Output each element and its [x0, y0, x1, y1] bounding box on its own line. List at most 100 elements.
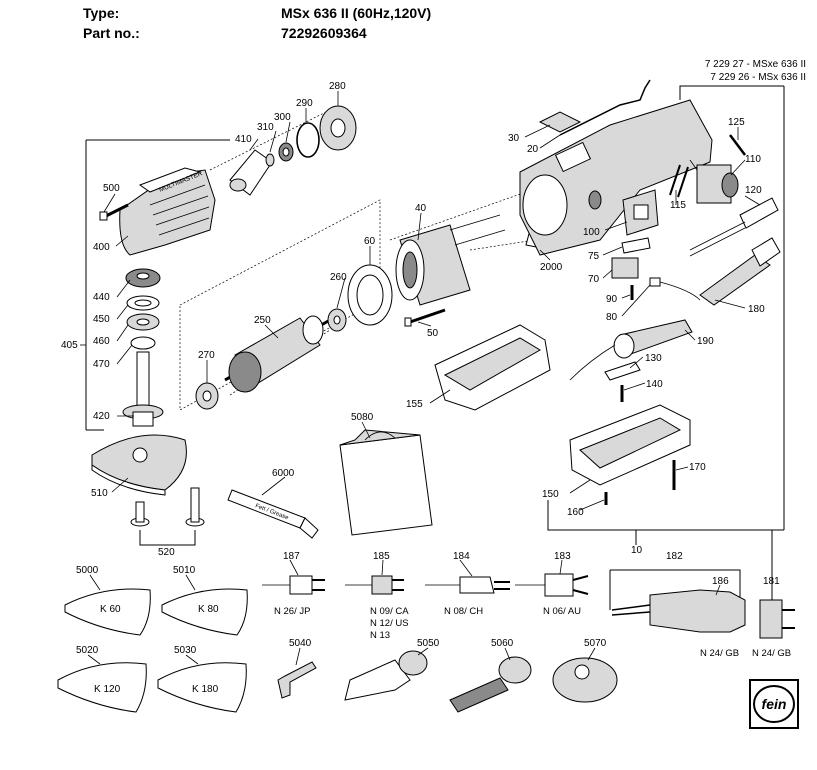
part-5020-sanding-sheet: K 120	[57, 662, 147, 713]
part-460-star-washer	[126, 313, 160, 331]
type-label: Type:	[83, 5, 120, 21]
callout-170: 170	[689, 462, 706, 473]
callout-184: 184	[453, 551, 470, 562]
callout-420: 420	[93, 411, 110, 422]
sheet-grit-k180: K 180	[192, 684, 219, 695]
part-290-o-ring	[296, 122, 320, 158]
part-5050-scraper-blade	[344, 650, 428, 701]
plug-captions: N 26/ JP N 09/ CA N 12/ US N 13 N 08/ CH…	[274, 606, 791, 659]
part-number-label: Part no.:	[83, 25, 140, 41]
part-310-small-gear	[265, 153, 275, 167]
callout-110: 110	[745, 154, 761, 165]
callout-260: 260	[330, 272, 347, 283]
callout-450: 450	[93, 314, 110, 325]
callout-125: 125	[728, 117, 745, 128]
part-260-bearing	[327, 308, 347, 332]
part-115-cable	[669, 164, 689, 198]
part-motor-housing	[519, 99, 713, 256]
callout-400: 400	[93, 242, 110, 253]
callout-280: 280	[329, 81, 346, 92]
fein-logo-text: fein	[762, 696, 787, 712]
part-184-plug-ch	[425, 576, 510, 594]
part-5080-carrying-case	[339, 429, 433, 536]
callout-80: 80	[606, 312, 618, 323]
callout-470: 470	[93, 359, 110, 370]
part-280-fan	[319, 105, 357, 151]
part-520-fastening-screws	[130, 487, 205, 546]
part-400-gear-head-housing: MULTIMASTER	[119, 167, 216, 256]
callout-155: 155	[406, 399, 423, 410]
caption-n09-ca: N 09/ CA	[370, 606, 409, 617]
part-30-rubber-pad	[538, 111, 582, 133]
type-value: MSx 636 II (60Hz,120V)	[281, 5, 432, 21]
part-75-cable-clamp	[621, 237, 651, 254]
callout-300: 300	[274, 112, 291, 123]
part-150-housing-shell	[569, 404, 691, 486]
callout-30: 30	[508, 133, 520, 144]
part-180-power-cable	[699, 237, 781, 306]
part-80-carbon-brush	[649, 277, 701, 301]
callout-5020: 5020	[76, 645, 99, 656]
callout-181: 181	[763, 576, 780, 587]
part-5030-sanding-sheet: K 180	[157, 662, 247, 713]
callout-5000: 5000	[76, 565, 99, 576]
part-50-screw	[404, 308, 446, 327]
callout-5010: 5010	[173, 565, 196, 576]
part-185-plug-ca-us	[345, 575, 404, 595]
callout-5070: 5070	[584, 638, 607, 649]
part-120-suppressor	[689, 197, 779, 257]
callout-190: 190	[697, 336, 714, 347]
callout-115: 115	[670, 200, 686, 211]
callout-5060: 5060	[491, 638, 514, 649]
part-5040-hex-key	[277, 661, 317, 699]
callout-numbers: 500 400 440 450 405 460 470 420 510 520 …	[61, 81, 780, 656]
part-440-bearing	[125, 268, 161, 288]
sheet-grit-k80: K 80	[198, 604, 219, 615]
callout-100: 100	[583, 227, 600, 238]
caption-n24-gb-cable: N 24/ GB	[700, 648, 739, 659]
part-450-washer	[126, 295, 160, 311]
part-100-switch	[622, 189, 659, 236]
caption-n08-ch: N 08/ CH	[444, 606, 483, 617]
callout-460: 460	[93, 336, 110, 347]
assembly-frame-lines	[85, 85, 785, 610]
callout-5050: 5050	[417, 638, 440, 649]
callout-500: 500	[103, 183, 120, 194]
fein-logo: fein	[749, 679, 799, 729]
part-5060-saw-blade	[449, 656, 532, 713]
part-187-plug-jp	[262, 575, 325, 595]
part-250-armature	[224, 315, 331, 393]
callout-5080: 5080	[351, 412, 374, 423]
caption-n06-au: N 06/ AU	[543, 606, 581, 617]
part-420-spindle	[122, 351, 164, 427]
part-20-wire-clip	[559, 79, 651, 136]
callout-150: 150	[542, 489, 559, 500]
callout-405: 405	[61, 340, 78, 351]
sheet-grit-k120: K 120	[94, 684, 121, 695]
part-155-housing-shell	[434, 324, 551, 411]
leader-lines	[80, 91, 761, 666]
part-410-lever	[229, 149, 273, 196]
sheet-grit-k60: K 60	[100, 604, 121, 615]
part-5010-sanding-sheet: K 80	[161, 588, 248, 636]
part-5070-segment-saw-blade	[552, 657, 618, 703]
callout-10: 10	[631, 545, 643, 556]
callout-40: 40	[415, 203, 427, 214]
caption-n24-gb-plug: N 24/ GB	[752, 648, 791, 659]
reference-note-msx: 7 229 26 - MSx 636 II	[710, 72, 806, 83]
callout-185: 185	[373, 551, 390, 562]
part-70-brush-holder	[611, 257, 639, 279]
callout-20: 20	[527, 144, 539, 155]
callout-310: 310	[257, 122, 274, 133]
part-6000-grease-tube: Fett / Grease	[227, 489, 319, 539]
part-125-screw	[729, 134, 746, 156]
callout-410: 410	[235, 134, 252, 145]
part-270-bearing	[195, 382, 219, 410]
caption-n12-us: N 12/ US	[370, 618, 409, 629]
part-40-field	[395, 214, 506, 306]
part-470-shim	[130, 336, 156, 350]
callout-250: 250	[254, 315, 271, 326]
callout-5040: 5040	[289, 638, 312, 649]
